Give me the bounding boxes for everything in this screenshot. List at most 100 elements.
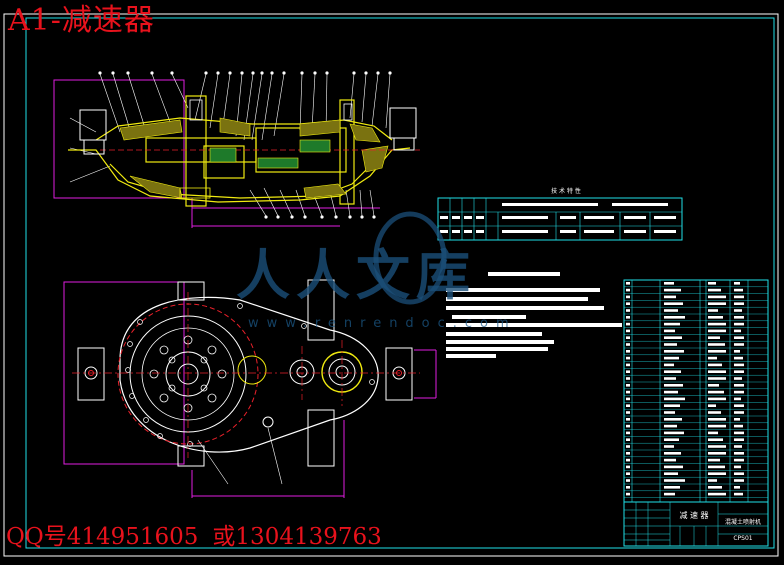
- bom-cell-text: [626, 486, 630, 489]
- bom-cell-text: [734, 336, 744, 339]
- bom-cell-text: [708, 282, 716, 285]
- bom-cell-text: [664, 479, 685, 482]
- bom-cell-text: [664, 390, 678, 394]
- tech-table: [437, 197, 683, 241]
- bom-cell-text: [708, 445, 726, 448]
- bom-cell-text: [664, 404, 680, 407]
- contact-qq: QQ号414951605: [6, 524, 199, 550]
- bom-cell-text: [664, 329, 675, 333]
- title-machine-name: 混凝土喷射机: [725, 518, 761, 526]
- bom-cell-text: [708, 397, 726, 401]
- overlay-contact: QQ号414951605 或1304139763: [6, 522, 396, 552]
- bom-cell-text: [664, 343, 677, 346]
- bom-cell-text: [708, 492, 726, 496]
- bom-cell-text: [664, 438, 679, 441]
- bom-cell-text: [626, 479, 630, 482]
- bom-cell-text: [626, 295, 630, 299]
- bom-cell-text: [664, 465, 683, 469]
- bom-cell-text: [708, 472, 726, 475]
- bom-cell-text: [626, 445, 630, 448]
- bom-cell-text: [664, 302, 683, 305]
- bom-cell-text: [626, 302, 630, 305]
- bom-cell-text: [708, 329, 726, 333]
- bom-cell-text: [708, 350, 726, 353]
- bom-cell-text: [626, 384, 630, 387]
- watermark-text: 人人文库: [236, 243, 476, 307]
- bom-cell-text: [734, 431, 744, 435]
- bom-cell-text: [734, 397, 741, 401]
- bom-cell-text: [708, 438, 723, 441]
- bom-cell-text: [664, 452, 681, 455]
- bom-cell-text: [664, 316, 685, 319]
- bom-cell-text: [708, 418, 726, 421]
- bom-cell-text: [626, 322, 630, 326]
- bom-cell-text: [708, 404, 716, 407]
- bom-cell-text: [734, 363, 744, 367]
- bom-cell-text: [664, 295, 676, 299]
- bom-cell-text: [734, 309, 742, 312]
- bom-cell-text: [708, 390, 724, 394]
- bom-cell-text: [734, 295, 744, 299]
- bom-cell-text: [708, 452, 726, 455]
- bom-cell-text: [664, 492, 675, 496]
- bom-cell-text: [664, 370, 681, 373]
- contact-or: 或1304139763: [212, 524, 382, 550]
- bom-cell-text: [664, 424, 677, 428]
- bom-cell-text: [664, 356, 679, 360]
- title-part-name: 减 速 器: [679, 510, 708, 520]
- bom-cell-text: [626, 350, 630, 353]
- bom-cell-text: [664, 384, 683, 387]
- bom-cell-text: [734, 302, 744, 305]
- bom-cell-text: [734, 445, 742, 448]
- bom-cell-text: [664, 397, 685, 401]
- bom-cell-text: [626, 411, 630, 414]
- bom-cell-text: [664, 309, 678, 312]
- bom-cell-text: [734, 282, 740, 285]
- bom-cell-text: [734, 458, 744, 462]
- bom-cell-text: [734, 479, 744, 482]
- bom-cell-text: [626, 438, 630, 441]
- bom-cell-text: [708, 316, 723, 319]
- plan-view: [63, 279, 437, 498]
- bom-cell-text: [708, 465, 725, 469]
- bom-cell-text: [626, 472, 630, 475]
- bom-cell-text: [734, 411, 744, 414]
- bom-cell-text: [734, 452, 744, 455]
- bom-cell-text: [664, 445, 674, 448]
- bom-cell-text: [664, 418, 682, 421]
- bom-cell-text: [626, 492, 630, 496]
- bom-cell-text: [734, 350, 740, 353]
- bom-cell-text: [708, 458, 720, 462]
- bom-cell-text: [626, 336, 630, 339]
- bom-cell-text: [734, 472, 744, 475]
- watermark-url: www.renrendoc.com: [248, 316, 517, 331]
- bom-cell-text: [664, 282, 674, 285]
- bom-cell-text: [626, 343, 630, 346]
- bom-cell-text: [626, 418, 630, 421]
- bom-cell-text: [708, 411, 721, 414]
- bom-cell-text: [734, 492, 743, 496]
- technical-notes: [446, 272, 622, 358]
- bom-cell-text: [626, 390, 630, 394]
- bom-cell-text: [708, 370, 726, 373]
- bom-cell-text: [626, 356, 630, 360]
- bom-cell-text: [734, 288, 743, 292]
- bom-cell-text: [734, 322, 744, 326]
- bom-cell-text: [708, 356, 717, 360]
- bom-cell-text: [626, 329, 630, 333]
- bom-cell-text: [626, 309, 630, 312]
- bom-cell-text: [734, 384, 744, 387]
- outer-border: [3, 13, 779, 557]
- bom-cell-text: [708, 322, 726, 326]
- bom-cell-text: [708, 384, 719, 387]
- bom-cell-text: [734, 370, 744, 373]
- bom-cell-text: [734, 390, 744, 394]
- bom-cell-text: [664, 458, 676, 462]
- bom-cell-text: [626, 288, 630, 292]
- bom-cell-text: [734, 465, 741, 469]
- overlay-title: A1-减速器: [8, 3, 155, 38]
- bom-cell-text: [664, 472, 678, 475]
- bom-cell-text: [708, 431, 718, 435]
- bom-cell-text: [626, 316, 630, 319]
